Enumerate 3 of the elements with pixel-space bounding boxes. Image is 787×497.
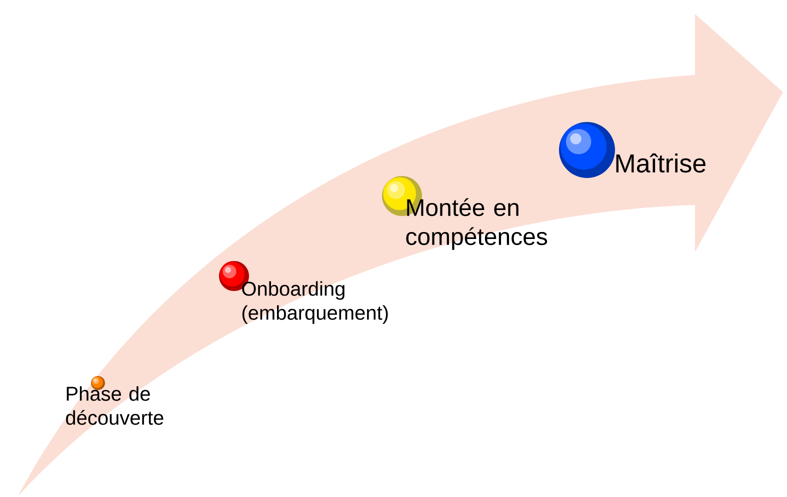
- stage-label: Onboarding (embarquement): [242, 281, 388, 324]
- stage-label: Maîtrise: [616, 153, 706, 173]
- stage-label: Phase de découverte: [66, 386, 164, 425]
